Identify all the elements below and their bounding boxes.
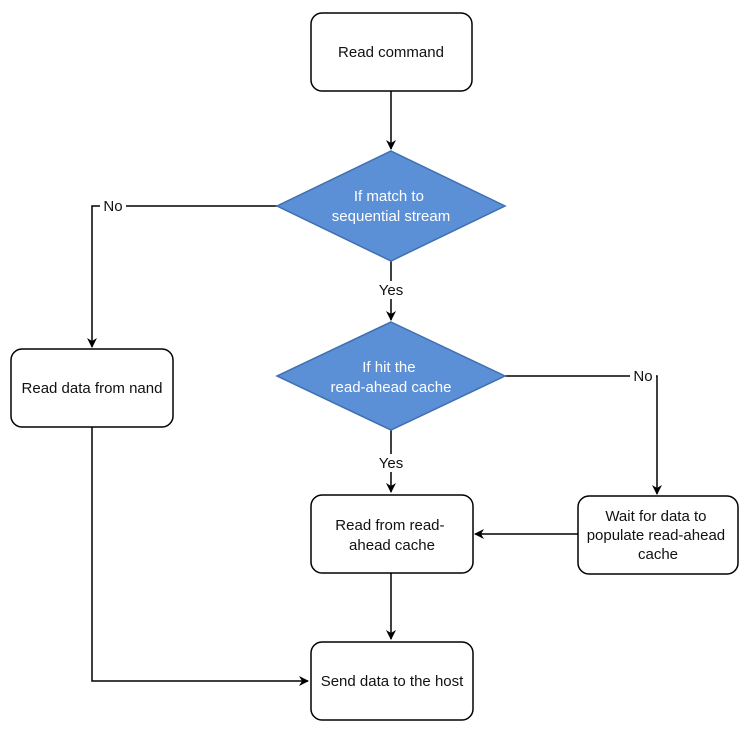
svg-text:Wait for data to populat: Wait for data to populate read-ahead cac… bbox=[587, 508, 730, 563]
decision-hit-line-2: read-ahead cache bbox=[331, 379, 452, 396]
edge-read-nand-to-send bbox=[91, 427, 309, 686]
edge-labels: No Yes Yes No bbox=[100, 197, 656, 472]
node-read-command-line: Read command bbox=[338, 44, 444, 61]
node-read-cache-line-2: ahead cache bbox=[349, 537, 435, 554]
node-wait-populate-line-3: cache bbox=[638, 546, 678, 563]
edge-label-match-no: No bbox=[103, 198, 122, 215]
decision-hit-cache: If hit the read-ahead cache bbox=[275, 321, 507, 431]
svg-text:Read data from nand: Read data from nand bbox=[22, 380, 163, 397]
connectors bbox=[87, 91, 662, 686]
node-send-host: Send data to the host bbox=[310, 641, 474, 721]
node-send-host-line: Send data to the host bbox=[321, 673, 464, 690]
node-wait-populate-line-1: Wait for data to bbox=[605, 508, 706, 525]
node-wait-populate: Wait for data to populate read-ahead cac… bbox=[577, 495, 739, 575]
svg-text:Read command: Read command bbox=[338, 44, 444, 61]
svg-text:Send data to the host: Send data to the host bbox=[321, 673, 464, 690]
edge-label-match-yes: Yes bbox=[379, 282, 403, 299]
svg-text:If match to sequential s: If match to sequential stream bbox=[332, 188, 450, 225]
decision-match-line-2: sequential stream bbox=[332, 208, 450, 225]
decision-hit-line-1: If hit the bbox=[362, 359, 415, 376]
svg-text:If hit the read-ahead ca: If hit the read-ahead cache bbox=[331, 359, 452, 396]
node-read-command: Read command bbox=[310, 12, 473, 92]
edge-label-hit-yes: Yes bbox=[379, 455, 403, 472]
decision-match-line-1: If match to bbox=[354, 188, 424, 205]
edge-hit-no-to-wait bbox=[505, 375, 662, 495]
node-read-cache: Read from read- ahead cache bbox=[310, 494, 474, 574]
edge-label-hit-no: No bbox=[633, 368, 652, 385]
node-wait-populate-line-2: populate read-ahead bbox=[587, 527, 725, 544]
edge-match-no-to-read-nand bbox=[87, 205, 277, 348]
node-read-nand-line: Read data from nand bbox=[22, 380, 163, 397]
svg-text:Read from read- ahead ca: Read from read- ahead cache bbox=[335, 517, 448, 554]
node-read-nand: Read data from nand bbox=[10, 348, 174, 428]
decision-match-sequential: If match to sequential stream bbox=[275, 150, 507, 262]
node-read-cache-line-1: Read from read- bbox=[335, 517, 444, 534]
